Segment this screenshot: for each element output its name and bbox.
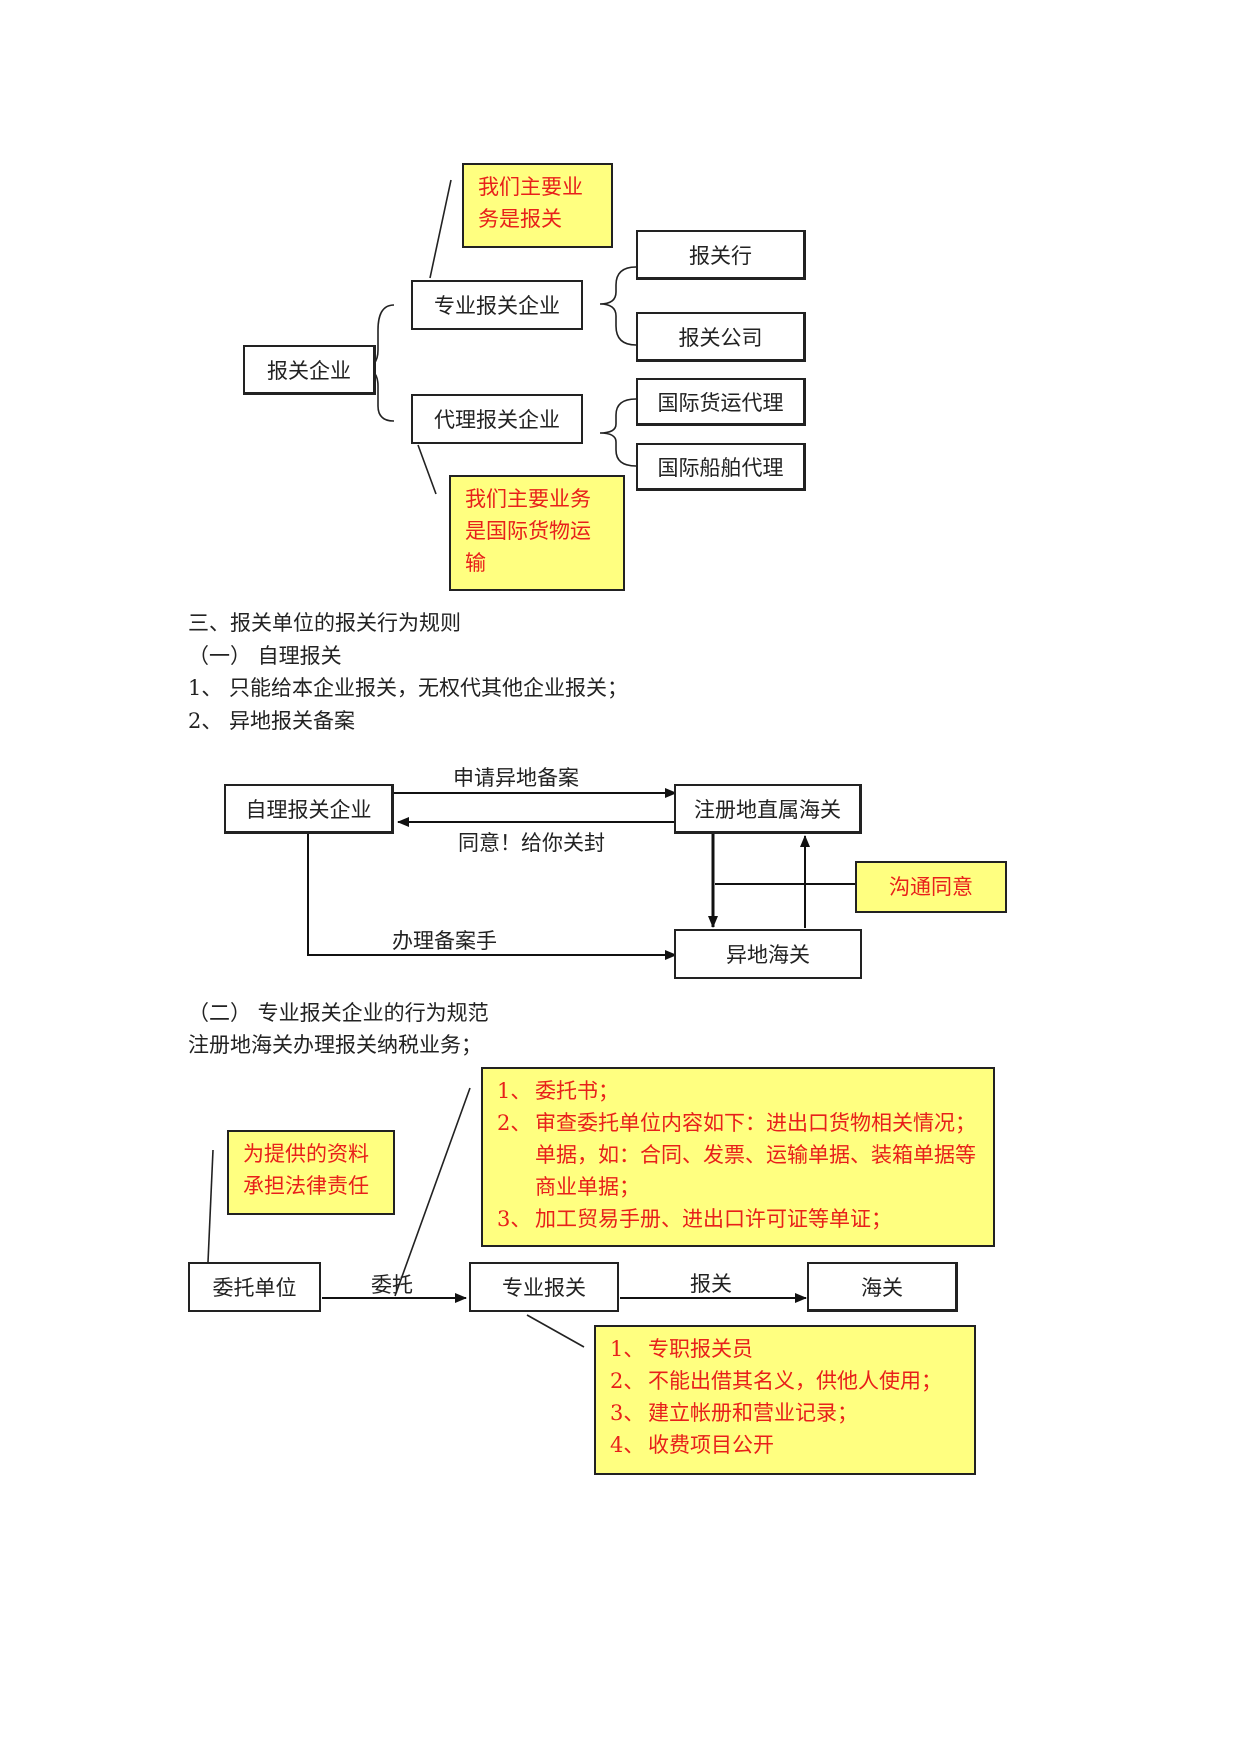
- note-docs-item: 1、委托书；: [497, 1079, 619, 1103]
- note-rules-item: 2、不能出借其名义，供他人使用；: [610, 1369, 942, 1393]
- note-liability-line: 承担法律责任: [243, 1174, 369, 1198]
- node-self-enterprise: 自理报关企业: [224, 784, 394, 834]
- list-item-2: 2、 异地报关备案: [188, 709, 356, 733]
- node-remote-customs: 异地海关: [674, 929, 862, 979]
- brace-agency: [599, 398, 637, 467]
- note-liability: 为提供的资料 承担法律责任: [227, 1130, 395, 1215]
- note-top: 我们主要业 务是报关: [462, 163, 613, 248]
- note-top-line: 我们主要业: [478, 175, 583, 199]
- callout-line-bottom: [417, 444, 437, 495]
- note-bottom: 我们主要业务 是国际货物运 输: [449, 475, 625, 591]
- label-process: 办理备案手: [392, 929, 497, 953]
- subsection-professional: （二） 专业报关企业的行为规范: [188, 1001, 489, 1025]
- node-agency: 代理报关企业: [411, 394, 583, 444]
- note-rules-item: 4、收费项目公开: [610, 1433, 774, 1457]
- node-root: 报关企业: [243, 345, 376, 395]
- section-line: 注册地海关办理报关纳税业务；: [188, 1033, 482, 1057]
- section-heading: 三、报关单位的报关行为规则: [188, 611, 461, 635]
- note-liability-line: 为提供的资料: [243, 1142, 369, 1166]
- list-item-1: 1、 只能给本企业报关，无权代其他企业报关；: [188, 676, 629, 700]
- brace-professional: [599, 266, 637, 346]
- label-agree: 同意！给你关封: [458, 831, 605, 855]
- callout-line-top: [429, 179, 452, 279]
- note-bottom-line: 输: [465, 551, 486, 575]
- node-professional-broker: 专业报关: [469, 1262, 619, 1312]
- note-communicate: 沟通同意: [855, 861, 1007, 913]
- node-customs: 海关: [807, 1262, 958, 1312]
- callout-line-docs: [394, 1087, 471, 1297]
- subsection-self: （一） 自理报关: [188, 644, 342, 668]
- label-entrust: 委托: [371, 1273, 413, 1297]
- note-docs: 1、委托书； 2、审查委托单位内容如下：进出口货物相关情况；单据，如：合同、发票…: [481, 1067, 995, 1247]
- node-professional: 专业报关企业: [411, 280, 583, 330]
- note-rules-list: 1、专职报关员 2、不能出借其名义，供他人使用； 3、建立帐册和营业记录； 4、…: [610, 1333, 960, 1461]
- note-bottom-line: 是国际货物运: [465, 519, 591, 543]
- arrow-process: [307, 834, 677, 960]
- node-company: 报关公司: [636, 312, 806, 362]
- node-freight: 国际货运代理: [636, 378, 806, 426]
- note-docs-list: 1、委托书； 2、审查委托单位内容如下：进出口货物相关情况；单据，如：合同、发票…: [497, 1075, 977, 1235]
- node-bank: 报关行: [636, 230, 806, 280]
- node-client: 委托单位: [188, 1262, 321, 1312]
- note-top-line: 务是报关: [478, 207, 562, 231]
- callout-line-liability: [207, 1149, 214, 1263]
- note-rules: 1、专职报关员 2、不能出借其名义，供他人使用； 3、建立帐册和营业记录； 4、…: [594, 1325, 976, 1475]
- node-registered-customs: 注册地直属海关: [674, 784, 862, 834]
- note-rules-item: 3、建立帐册和营业记录；: [610, 1401, 858, 1425]
- note-bottom-line: 我们主要业务: [465, 487, 591, 511]
- callout-line-rules: [526, 1314, 585, 1348]
- note-rules-item: 1、专职报关员: [610, 1337, 753, 1361]
- label-declare: 报关: [690, 1272, 732, 1296]
- note-docs-item: 2、审查委托单位内容如下：进出口货物相关情况；单据，如：合同、发票、运输单据、装…: [497, 1111, 976, 1199]
- node-ship: 国际船舶代理: [636, 443, 806, 491]
- note-docs-item: 3、加工贸易手册、进出口许可证等单证；: [497, 1207, 892, 1231]
- label-apply: 申请异地备案: [453, 766, 579, 790]
